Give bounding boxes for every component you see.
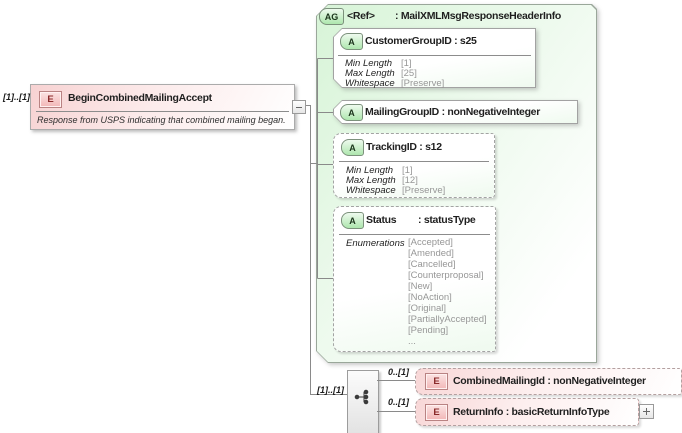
facet-value: [Preserve]	[401, 78, 445, 89]
attribute-icon: A	[341, 212, 364, 229]
attribute-group-icon: AG	[319, 8, 344, 25]
element-name: ReturnInfo : basicReturnInfoType	[453, 406, 610, 418]
facet-label: Min Length	[345, 58, 393, 69]
element-combined-mailing-id[interactable]: E CombinedMailingId : nonNegativeInteger	[415, 368, 682, 395]
element-name: CombinedMailingId : nonNegativeInteger	[453, 375, 646, 387]
divider	[339, 161, 489, 162]
enumerations-label: Enumerations	[346, 238, 405, 249]
facet-label: Whitespace	[346, 185, 396, 196]
element-icon: E	[39, 91, 62, 108]
attribute-icon: A	[341, 139, 364, 156]
attribute-tracking-id[interactable]: A TrackingID : s12 Min Length [1] Max Le…	[333, 133, 495, 198]
element-name: BeginCombinedMailingAccept	[68, 92, 212, 104]
attribute-name: Status	[366, 214, 397, 226]
collapse-toggle-icon[interactable]	[292, 100, 306, 114]
attribute-customer-group-id[interactable]: A CustomerGroupID : s25 Min Length [1] M…	[333, 28, 536, 89]
attribute-mailing-group-id[interactable]: A MailingGroupID : nonNegativeInteger	[333, 100, 578, 124]
occurrence-label-combined-mailing-id: 0..[1]	[388, 367, 410, 377]
facet-label: Min Length	[346, 165, 394, 176]
element-begin-combined-mailing-accept[interactable]: E BeginCombinedMailingAccept Response fr…	[30, 84, 295, 130]
element-icon: E	[425, 404, 448, 421]
facet-label: Whitespace	[345, 78, 395, 89]
attribute-group-type: : MailXMLMsgResponseHeaderInfo	[395, 10, 562, 22]
attribute-name: TrackingID : s12	[366, 141, 442, 153]
occurrence-label-sequence: [1]..[1]	[317, 385, 344, 395]
enumeration-values: [Accepted] [Amended] [Cancelled] [Counte…	[408, 237, 487, 347]
expand-toggle-icon[interactable]	[639, 404, 654, 419]
sequence-icon	[354, 389, 369, 405]
facet-value: [1]	[402, 165, 413, 176]
element-annotation: Response from USPS indicating that combi…	[37, 115, 286, 125]
element-icon: E	[425, 373, 448, 390]
attribute-name: CustomerGroupID : s25	[365, 35, 477, 47]
facet-value: [25]	[401, 68, 417, 79]
divider	[339, 234, 490, 235]
attribute-icon: A	[340, 104, 363, 121]
facet-label: Max Length	[345, 68, 395, 79]
occurrence-label-root: [1]..[1]	[3, 92, 30, 102]
attribute-name: MailingGroupID : nonNegativeInteger	[365, 106, 541, 118]
attribute-type: : statusType	[418, 214, 476, 226]
occurrence-label-return-info: 0..[1]	[388, 397, 410, 407]
element-return-info[interactable]: E ReturnInfo : basicReturnInfoType	[415, 398, 639, 426]
sequence-connector[interactable]	[347, 370, 379, 433]
attribute-status[interactable]: A Status : statusType Enumerations [Acce…	[333, 206, 496, 352]
facet-label: Max Length	[346, 175, 396, 186]
facet-value: [12]	[402, 175, 418, 186]
facet-value: [1]	[401, 58, 412, 69]
divider	[36, 111, 289, 112]
minus-icon	[296, 106, 302, 108]
facet-value: [Preserve]	[402, 185, 446, 196]
divider	[338, 55, 531, 56]
attribute-icon: A	[340, 33, 363, 50]
attribute-group-ref: <Ref>	[347, 10, 375, 22]
